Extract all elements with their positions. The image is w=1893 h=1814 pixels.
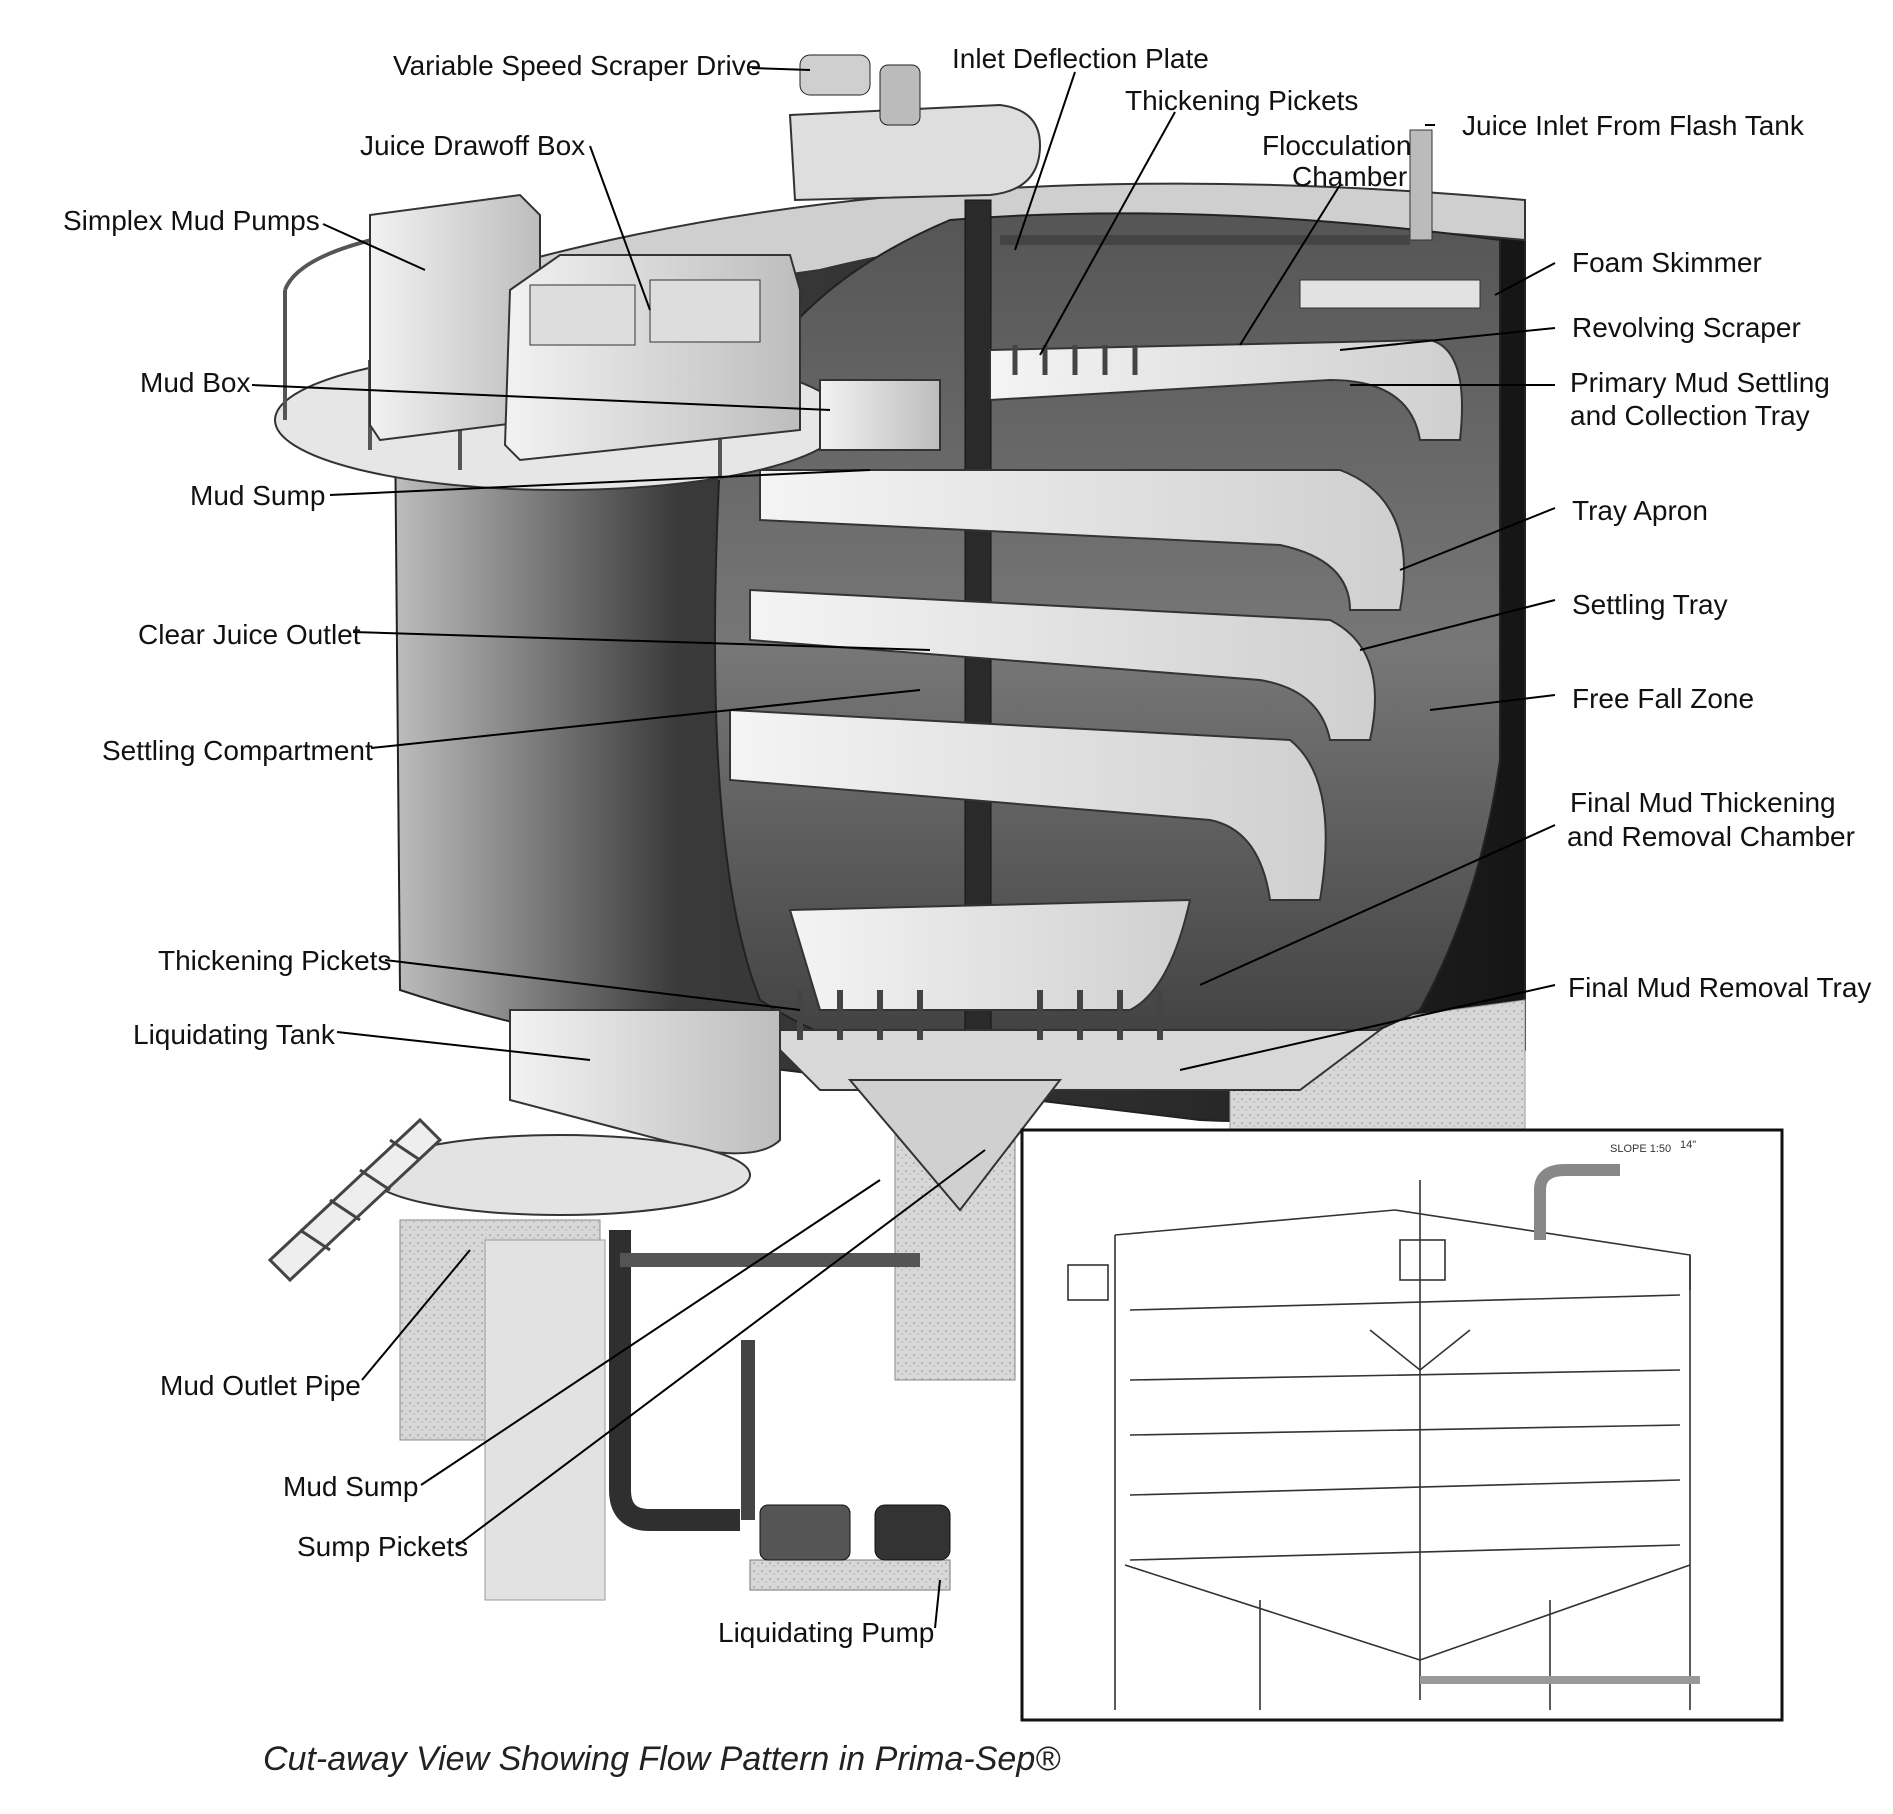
inset-tray-2 (1129, 1369, 1681, 1381)
pump-base (749, 1559, 951, 1591)
label-juice-drawoff-box: Juice Drawoff Box (360, 130, 585, 161)
tank-illustration (267, 54, 1526, 1601)
inset-drive-box (1399, 1239, 1446, 1281)
stairs (267, 1117, 443, 1283)
mud-outlet-piping (609, 1230, 740, 1531)
label-collection-tray: and Collection Tray (1570, 400, 1810, 431)
leader-lines (251, 67, 1556, 1629)
inset-inlet-pipe (1534, 1164, 1620, 1240)
scraper-drive-housing (788, 103, 1042, 202)
callout-labels: Variable Speed Scraper Drive Inlet Defle… (63, 43, 1871, 1648)
primary-tray (989, 338, 1463, 441)
pump-casing (759, 1504, 851, 1561)
drive-motor (799, 54, 871, 96)
inset-cone (1124, 1564, 1691, 1661)
label-mud-sump-bottom: Mud Sump (283, 1471, 418, 1502)
label-primary-mud-settling: Primary Mud Settling (1570, 367, 1830, 398)
liquidating-tank-body (509, 1009, 781, 1155)
drawoff-window-right (649, 279, 761, 343)
label-clear-juice-outlet: Clear Juice Outlet (138, 619, 361, 650)
label-foam-skimmer: Foam Skimmer (1572, 247, 1762, 278)
support-pier-center (484, 1239, 606, 1601)
label-settling-compartment: Settling Compartment (102, 735, 373, 766)
inset-tray-4 (1129, 1479, 1681, 1496)
drawoff-window-left (529, 284, 636, 346)
label-flocculation: Flocculation (1262, 130, 1411, 161)
label-liquidating-pump: Liquidating Pump (718, 1617, 934, 1648)
label-simplex-mud-pumps: Simplex Mud Pumps (63, 205, 320, 236)
inset-mud-box (1067, 1264, 1109, 1301)
label-thickening-pickets-bottom: Thickening Pickets (158, 945, 391, 976)
inset-slope-note: SLOPE 1:50 (1610, 1143, 1671, 1155)
label-chamber: Chamber (1292, 161, 1407, 192)
label-mud-box: Mud Box (140, 367, 251, 398)
juice-inlet-pipe (1409, 129, 1433, 241)
label-tray-apron: Tray Apron (1572, 495, 1708, 526)
label-settling-tray: Settling Tray (1572, 589, 1728, 620)
label-mud-sump-top: Mud Sump (190, 480, 325, 511)
final-thickening-tray (788, 898, 1192, 1011)
label-thickening-pickets-top: Thickening Pickets (1125, 85, 1358, 116)
label-removal-chamber: and Removal Chamber (1567, 821, 1855, 852)
inset-tray-5 (1129, 1544, 1681, 1561)
tray-apron-shape (759, 469, 1405, 611)
foam-skimmer-body (1299, 279, 1481, 309)
label-variable-speed-scraper-drive: Variable Speed Scraper Drive (393, 50, 761, 81)
label-revolving-scraper: Revolving Scraper (1572, 312, 1801, 343)
drive-gearbox (879, 64, 921, 126)
inset-tray-3 (1129, 1424, 1681, 1436)
label-juice-inlet-from-flash-tank: Juice Inlet From Flash Tank (1462, 110, 1805, 141)
settling-tray-shape (749, 588, 1376, 741)
label-free-fall-zone: Free Fall Zone (1572, 683, 1754, 714)
bottom-pickets (797, 990, 1163, 1040)
final-removal-tray (757, 1029, 1383, 1091)
label-mud-outlet-pipe: Mud Outlet Pipe (160, 1370, 361, 1401)
engineering-drawing-inset: SLOPE 1:50 14" (1020, 1128, 1784, 1722)
figure-caption: Cut-away View Showing Flow Pattern in Pr… (263, 1740, 1061, 1778)
mud-sump-cone (847, 1079, 1063, 1212)
inset-tray-1 (1129, 1294, 1681, 1311)
pump-motor (874, 1504, 951, 1561)
label-liquidating-tank: Liquidating Tank (133, 1019, 336, 1050)
inset-cone-inner (1369, 1329, 1471, 1372)
third-tray-shape (729, 708, 1327, 901)
label-sump-pickets: Sump Pickets (297, 1531, 468, 1562)
label-final-mud-thickening: Final Mud Thickening (1570, 787, 1836, 818)
label-inlet-deflection-plate: Inlet Deflection Plate (952, 43, 1209, 74)
top-pickets (1012, 345, 1138, 375)
inset-pipe-note: 14" (1680, 1139, 1696, 1151)
mud-box-housing (819, 379, 941, 451)
label-final-mud-removal-tray: Final Mud Removal Tray (1568, 972, 1871, 1003)
